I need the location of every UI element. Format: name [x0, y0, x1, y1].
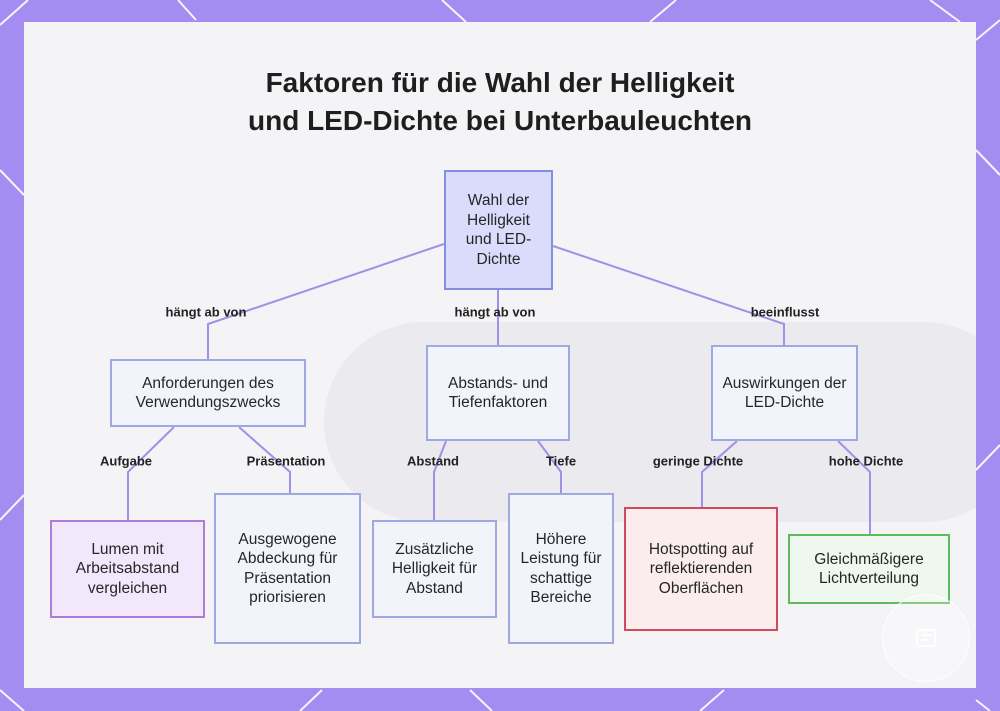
- edge-root-impact: [553, 246, 784, 359]
- edge-label-high-density: hohe Dichte: [826, 453, 906, 470]
- edge-label-depends-on: hängt ab von: [452, 304, 539, 321]
- node-lumen-compare: Lumen mit Arbeitsabstand vergleichen: [50, 520, 205, 618]
- node-extra-brightness: Zusätzliche Helligkeit für Abstand: [372, 520, 497, 618]
- edge-label-distance: Abstand: [404, 453, 462, 470]
- node-presentation-coverage: Ausgewogene Abdeckung für Präsentation p…: [214, 493, 361, 644]
- node-higher-power: Höhere Leistung für schattige Bereiche: [508, 493, 614, 644]
- edge-label-influences: beeinflusst: [748, 304, 823, 321]
- edge-label-depth: Tiefe: [543, 453, 579, 470]
- node-hotspotting: Hotspotting auf reflektierenden Oberfläc…: [624, 507, 778, 631]
- corner-badge: [882, 594, 970, 682]
- diagram-card: Faktoren für die Wahl der Helligkeit und…: [24, 22, 976, 688]
- node-purpose-requirements: Anforderungen des Verwendungszwecks: [110, 359, 306, 427]
- edge-purpose-lumen: [128, 427, 174, 520]
- edge-root-purpose: [208, 244, 444, 359]
- node-led-density-impact: Auswirkungen der LED-Dichte: [711, 345, 858, 441]
- edge-label-depends-on: hängt ab von: [163, 304, 250, 321]
- node-root: Wahl der Helligkeit und LED-Dichte: [444, 170, 553, 290]
- node-spacing-depth: Abstands- und Tiefenfaktoren: [426, 345, 570, 441]
- edge-label-task: Aufgabe: [97, 453, 155, 470]
- edge-impact-hotspot: [702, 441, 737, 507]
- edge-label-presentation: Präsentation: [244, 453, 329, 470]
- edge-label-low-density: geringe Dichte: [650, 453, 746, 470]
- document-icon: [911, 623, 941, 653]
